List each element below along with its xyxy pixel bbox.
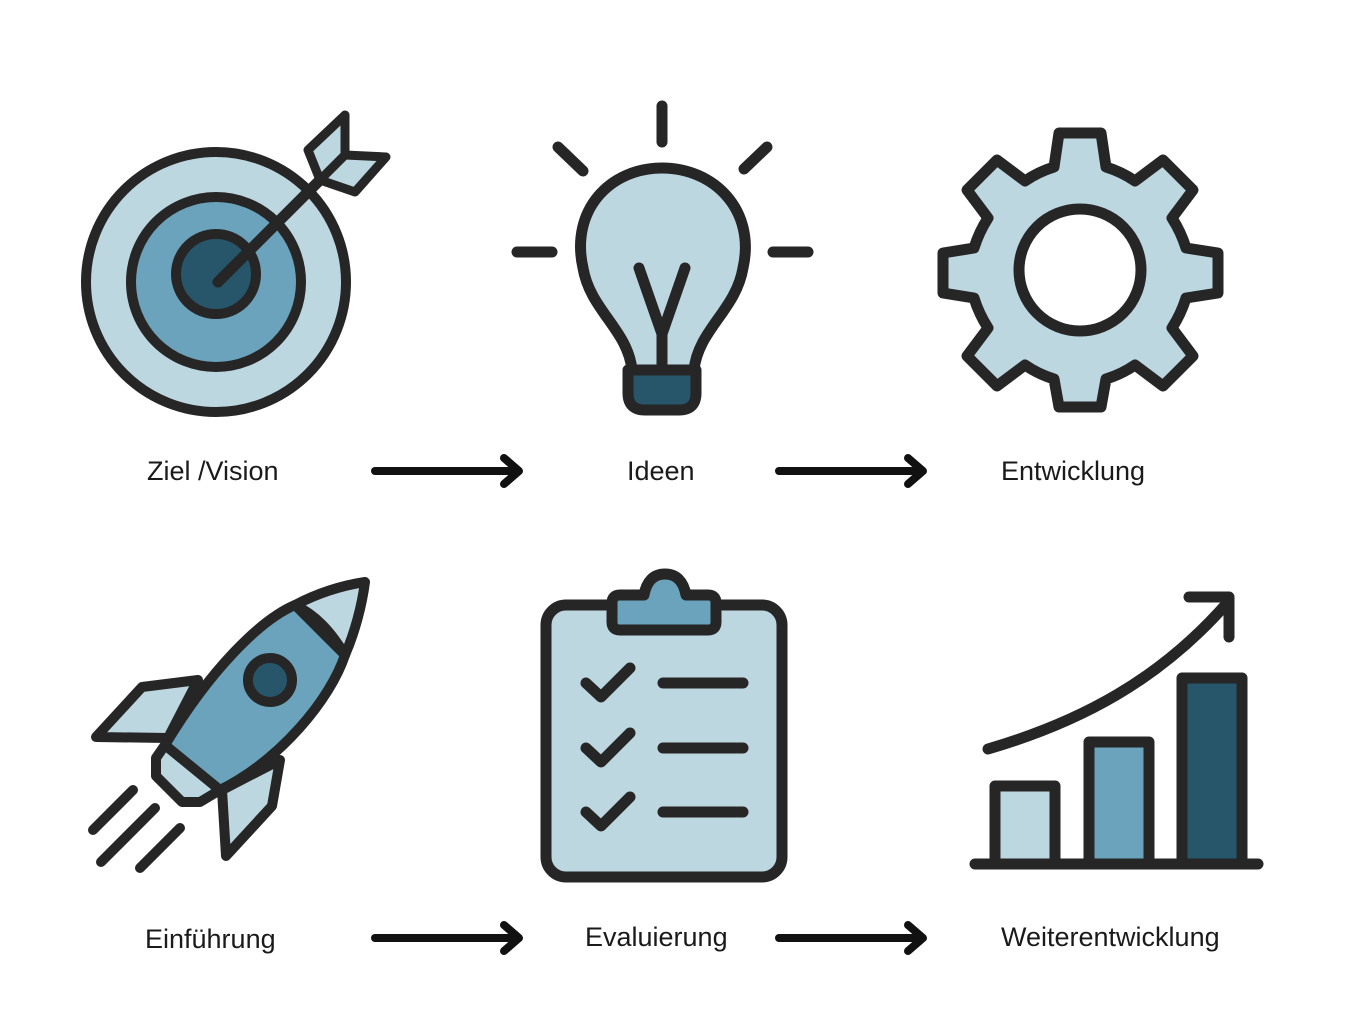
arrow-right-icon (774, 921, 934, 955)
step-label-ziel-vision: Ziel /Vision (147, 456, 279, 486)
rocket-icon (80, 570, 380, 880)
gear-icon (930, 120, 1250, 420)
target-icon (70, 100, 410, 430)
step-label-entwicklung: Entwicklung (1001, 456, 1146, 486)
step-label-weiterentwicklung: Weiterentwicklung (1001, 922, 1220, 952)
arrow-right-icon (370, 454, 530, 488)
clipboard-checklist-icon (530, 560, 800, 890)
step-label-evaluierung: Evaluierung (585, 922, 728, 952)
step-label-ideen: Ideen (627, 456, 695, 486)
step-label-einfuehrung: Einführung (145, 924, 276, 954)
lightbulb-icon (500, 90, 830, 430)
arrow-right-icon (774, 454, 934, 488)
arrow-right-icon (370, 921, 530, 955)
growth-chart-icon (960, 580, 1270, 880)
